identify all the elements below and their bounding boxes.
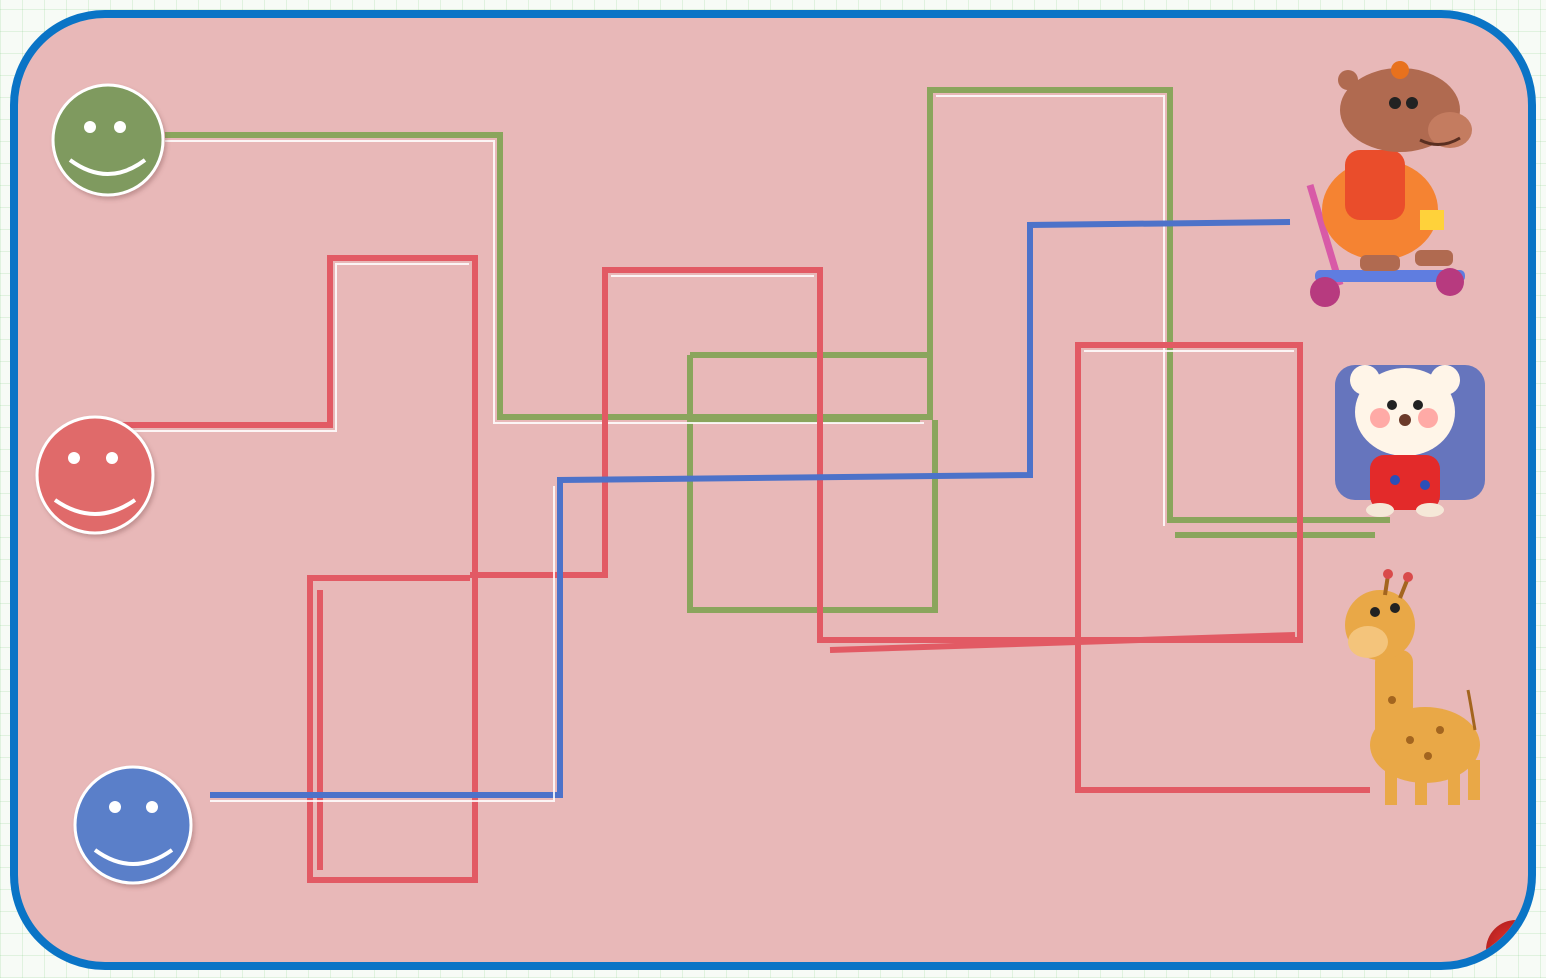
bear-icon[interactable] (1335, 365, 1485, 517)
blue-path-highlight (210, 486, 554, 801)
hippo-icon[interactable] (1310, 61, 1472, 307)
blue-path[interactable] (210, 222, 1290, 795)
blue-smiley-start[interactable] (75, 767, 191, 883)
green-smiley-start[interactable] (53, 85, 163, 195)
giraffe-icon[interactable] (1345, 569, 1480, 805)
green-path-shadow (165, 96, 1164, 526)
red-smiley-start[interactable] (37, 417, 153, 533)
